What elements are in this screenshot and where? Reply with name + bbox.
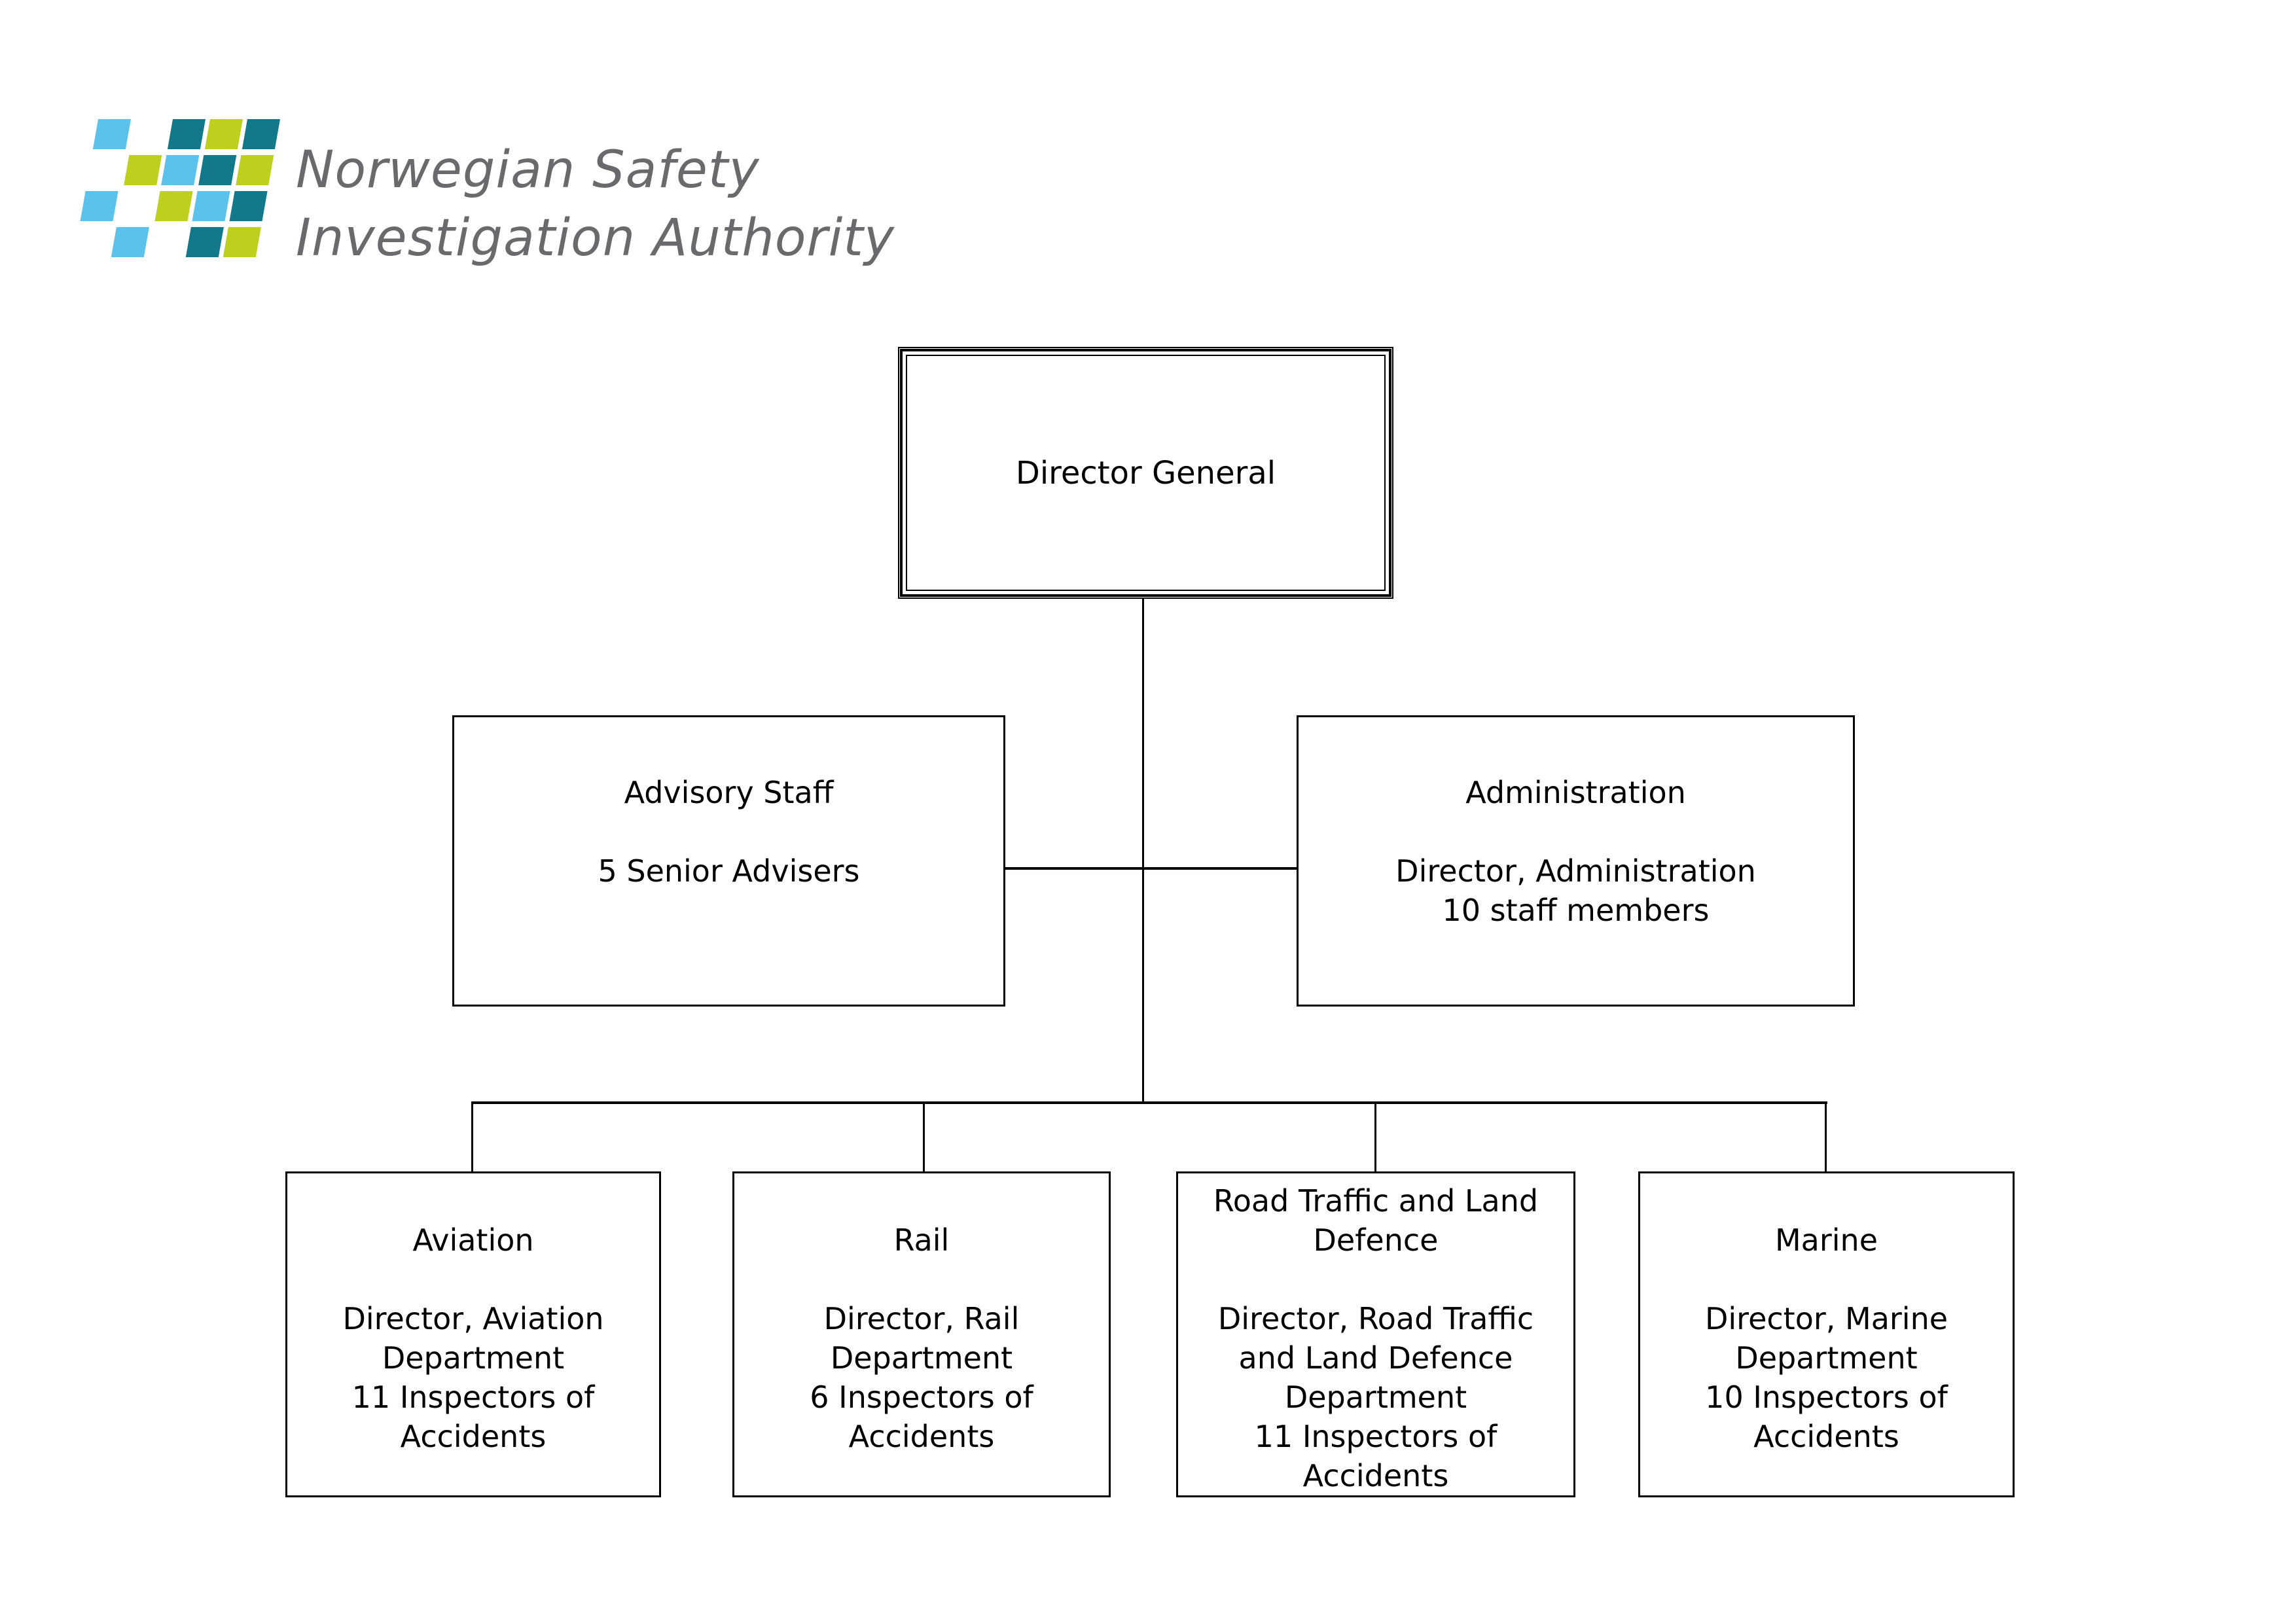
rail-detail: Director, Rail	[823, 1301, 1020, 1336]
spacer	[734, 1260, 1109, 1299]
road-traffic-title: Defence	[1313, 1222, 1439, 1258]
green-tile	[154, 191, 193, 221]
teal-tile	[229, 191, 268, 221]
node-administration: Administration Director, Administration …	[1297, 715, 1855, 1007]
staff-cross-line	[1005, 867, 1297, 870]
marine-title: Marine	[1774, 1222, 1878, 1258]
road-traffic-detail: and Land Defence	[1238, 1340, 1513, 1376]
blue-tile	[161, 155, 200, 185]
teal-tile	[198, 155, 237, 185]
logo-wordmark: Norwegian Safety Investigation Authority	[296, 136, 895, 272]
road-traffic-detail: Accidents	[1302, 1458, 1449, 1493]
node-advisory-staff: Advisory Staff 5 Senior Advisers	[452, 715, 1005, 1007]
marine-detail: 10 Inspectors of	[1705, 1380, 1948, 1415]
root-drop-line	[1142, 599, 1144, 1104]
marine-detail: Director, Marine	[1704, 1301, 1948, 1336]
branch-stub-marine	[1825, 1101, 1827, 1173]
empty-tile	[74, 227, 112, 257]
advisory-staff-detail: 5 Senior Advisers	[598, 853, 860, 889]
road-traffic-detail: Department	[1284, 1380, 1467, 1415]
rail-title: Rail	[893, 1222, 950, 1258]
aviation-detail: 11 Inspectors of	[351, 1380, 595, 1415]
aviation-detail: Department	[382, 1340, 565, 1376]
spacer	[454, 812, 1003, 851]
branch-stub-aviation	[471, 1101, 473, 1173]
rail-detail: Accidents	[848, 1419, 995, 1454]
director-general-title: Director General	[1015, 454, 1276, 491]
teal-tile	[242, 119, 280, 149]
rail-detail: 6 Inspectors of	[810, 1380, 1033, 1415]
green-tile	[236, 155, 274, 185]
road-traffic-title: Road Traffic and Land	[1213, 1183, 1539, 1219]
branch-stub-road	[1374, 1101, 1376, 1173]
administration-detail: Director, Administration	[1395, 853, 1756, 889]
green-tile	[124, 155, 162, 185]
aviation-detail: Director, Aviation	[342, 1301, 604, 1336]
logo-mosaic-icon	[74, 119, 280, 257]
blue-tile	[80, 191, 118, 221]
empty-tile	[130, 119, 168, 149]
road-traffic-detail: 11 Inspectors of	[1254, 1419, 1498, 1454]
teal-tile	[185, 227, 224, 257]
green-tile	[204, 119, 243, 149]
road-traffic-detail: Director, Road Traffic	[1217, 1301, 1534, 1336]
branch-stub-rail	[923, 1101, 925, 1173]
blue-tile	[111, 227, 149, 257]
spacer	[1178, 1260, 1573, 1299]
node-aviation: Aviation Director, Aviation Department 1…	[285, 1171, 661, 1497]
marine-detail: Accidents	[1753, 1419, 1899, 1454]
blue-tile	[92, 119, 131, 149]
node-road-traffic: Road Traffic and Land Defence Director, …	[1176, 1171, 1575, 1497]
advisory-staff-title: Advisory Staff	[624, 775, 834, 810]
empty-tile	[86, 155, 124, 185]
aviation-title: Aviation	[412, 1222, 534, 1258]
green-tile	[223, 227, 261, 257]
node-director-general: Director General	[898, 347, 1393, 599]
department-branch-line	[471, 1101, 1827, 1104]
administration-title: Administration	[1465, 775, 1686, 810]
logo-line-1: Norwegian Safety	[296, 141, 760, 200]
spacer	[1640, 1260, 2013, 1299]
teal-tile	[167, 119, 206, 149]
spacer	[287, 1260, 659, 1299]
administration-detail: 10 staff members	[1442, 893, 1710, 928]
spacer	[1299, 812, 1853, 851]
marine-detail: Department	[1735, 1340, 1918, 1376]
empty-tile	[149, 227, 187, 257]
logo-line-2: Investigation Authority	[296, 209, 895, 268]
empty-tile	[117, 191, 155, 221]
node-rail: Rail Director, Rail Department 6 Inspect…	[732, 1171, 1111, 1497]
rail-detail: Department	[830, 1340, 1013, 1376]
node-marine: Marine Director, Marine Department 10 In…	[1638, 1171, 2015, 1497]
aviation-detail: Accidents	[400, 1419, 547, 1454]
blue-tile	[192, 191, 230, 221]
director-general-inner-frame: Director General	[900, 349, 1391, 597]
